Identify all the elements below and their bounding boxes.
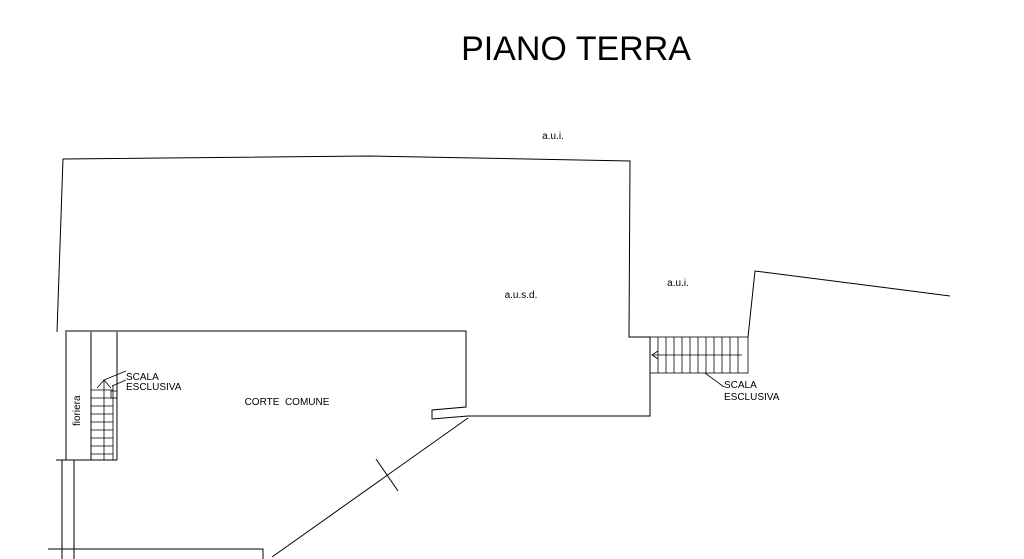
left-staircase: [56, 332, 127, 461]
label-ausd: a.u.s.d.: [505, 290, 538, 301]
plan-title: PIANO TERRA: [461, 30, 691, 68]
label-aui-top: a.u.i.: [542, 131, 564, 142]
label-scala-left-line1: SCALA: [126, 372, 159, 383]
label-scala-left-line2: ESCLUSIVA: [126, 382, 182, 393]
label-fioriera: fioriera: [72, 395, 83, 426]
label-aui-right: a.u.i.: [667, 278, 689, 289]
label-scala-right-line1: SCALA: [724, 380, 757, 391]
corte-diagonal-boundary: [271, 417, 469, 558]
right-staircase: [649, 336, 749, 388]
main-building-outline: [56, 155, 651, 420]
label-corte-comune: CORTE COMUNE: [245, 397, 330, 408]
label-scala-right-line2: ESCLUSIVA: [724, 392, 780, 403]
right-boundary-wall: [747, 270, 951, 338]
lower-left-walls: [48, 460, 264, 559]
